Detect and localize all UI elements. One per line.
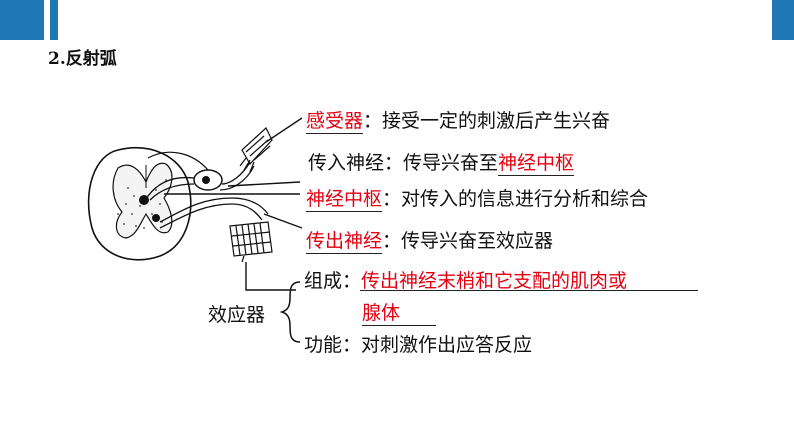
receptor-term: 感受器	[306, 106, 364, 134]
center-row: 神经中枢：对传入的信息进行分析和综合	[306, 184, 648, 212]
composition-underline	[360, 290, 698, 291]
effector-function: 功能：对刺激作出应答反应	[304, 334, 533, 356]
afferent-nerve	[221, 161, 251, 185]
efferent-colon: ：	[382, 230, 402, 252]
composition-answer-1: 传出神经末梢和它支配的肌肉或	[361, 270, 628, 292]
afferent-answer: 神经中枢	[498, 148, 575, 176]
efferent-nerve	[159, 197, 269, 223]
effector-label: 效应器	[208, 304, 266, 326]
receptor-desc: 接受一定的刺激后产生兴奋	[382, 110, 611, 132]
gray-matter-dots	[117, 179, 167, 229]
header-accent-bar-right	[772, 0, 794, 40]
interneuron-body	[139, 195, 149, 205]
receptor-colon: ：	[363, 110, 383, 132]
afferent-term: 传入神经：	[308, 152, 404, 174]
center-colon: ：	[382, 188, 402, 210]
effector-brace	[279, 281, 301, 343]
afferent-desc: 传导兴奋至	[403, 152, 499, 174]
effector-muscle	[229, 221, 273, 263]
pointer-lines	[164, 117, 303, 291]
header-accent-bar-thin	[50, 0, 58, 40]
center-term: 神经中枢	[306, 184, 383, 212]
effector-function-row: 功能：对刺激作出应答反应	[304, 330, 532, 357]
effector-composition-row-2: 腺体	[362, 298, 437, 326]
efferent-row: 传出神经：传导兴奋至效应器	[306, 226, 553, 254]
efferent-desc: 传导兴奋至效应器	[401, 230, 554, 252]
composition-label: 组成：	[304, 270, 362, 292]
afferent-row: 传入神经：传导兴奋至神经中枢	[308, 148, 575, 176]
receptor-skin	[239, 127, 273, 173]
receptor-row: 感受器：接受一定的刺激后产生兴奋	[306, 106, 610, 134]
effector-composition-row: 组成：传出神经末梢和它支配的肌肉或	[304, 266, 627, 293]
spinal-cord-outline	[87, 146, 192, 261]
motor-neuron-body	[152, 214, 160, 222]
efferent-term: 传出神经	[306, 226, 383, 254]
composition-answer-2: 腺体	[362, 298, 437, 326]
section-title: 2.反射弧	[48, 49, 117, 69]
center-desc: 对传入的信息进行分析和综合	[401, 188, 649, 210]
header-accent-bar	[0, 0, 44, 40]
